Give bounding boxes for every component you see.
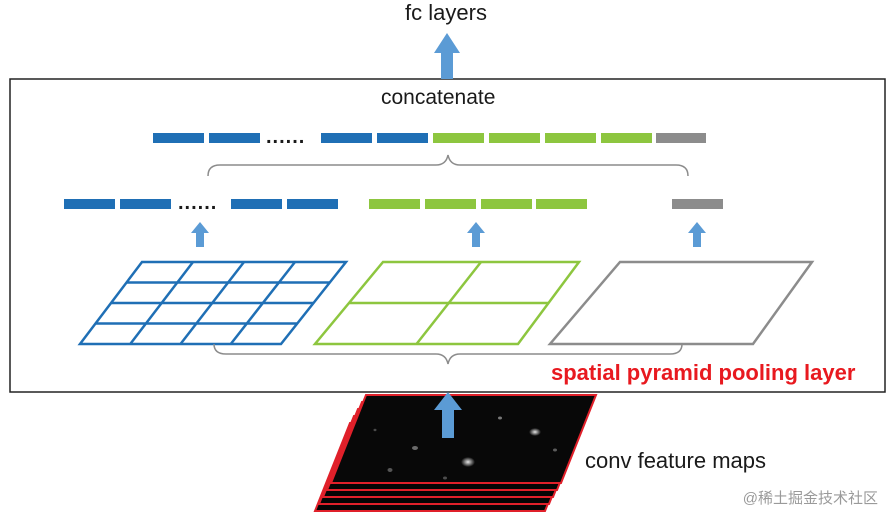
arrow-green-icon: [467, 222, 485, 247]
watermark: @稀土掘金技术社区: [742, 490, 878, 507]
feature-map-top: [329, 394, 598, 484]
concat-bin: [209, 133, 260, 143]
conv-feature-maps-label: conv feature maps: [585, 448, 766, 473]
grid-col-line: [179, 261, 245, 345]
concat-bin: [656, 133, 706, 143]
green-bin: [481, 199, 532, 209]
spp-layer-label: spatial pyramid pooling layer: [551, 360, 856, 385]
arrow-blue-icon: [191, 222, 209, 247]
arrow-from-maps-icon: [434, 392, 462, 438]
concat-bin: [321, 133, 372, 143]
blue-ellipsis: ......: [178, 192, 217, 214]
grid-outline: [77, 260, 349, 346]
concat-bin: [601, 133, 652, 143]
grid-1x1: [547, 260, 815, 346]
concat-bin: [545, 133, 596, 143]
fc-layers-label: fc layers: [405, 0, 487, 25]
concat-bin: [433, 133, 484, 143]
concat-bin: [153, 133, 204, 143]
grid-col-line: [229, 261, 296, 345]
concat-brace: [207, 154, 689, 177]
blue-bin: [231, 199, 282, 209]
blue-bin: [64, 199, 115, 209]
green-bin: [536, 199, 587, 209]
concat-bin: [489, 133, 540, 143]
blue-bin: [120, 199, 171, 209]
gray-bin: [672, 199, 723, 209]
grid-2x2: [312, 260, 582, 346]
blue-bin: [287, 199, 338, 209]
concat-ellipsis: ......: [266, 126, 305, 148]
green-bin: [369, 199, 420, 209]
arrow-gray-icon: [688, 222, 706, 247]
grid-outline: [312, 260, 582, 346]
green-bin: [425, 199, 476, 209]
concat-vector: ......: [153, 126, 706, 148]
feature-map-stack: [313, 394, 598, 512]
concat-bin: [377, 133, 428, 143]
arrow-to-fc-icon: [434, 33, 460, 79]
grid-outline: [547, 260, 815, 346]
grid-4x4: [77, 260, 349, 346]
grids-brace: [213, 343, 683, 365]
level-vectors: ......: [64, 192, 723, 214]
grid-col-line: [415, 261, 482, 345]
concatenate-label: concatenate: [381, 86, 496, 109]
